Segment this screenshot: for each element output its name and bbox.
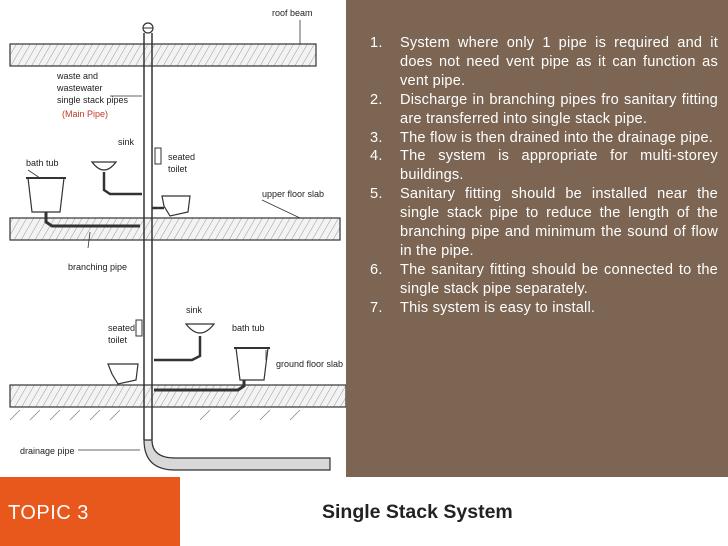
label-seated-toilet-lower-1: seated (108, 323, 135, 333)
sink-upper (90, 161, 142, 196)
list-item: 3.The flow is then drained into the drai… (370, 129, 714, 146)
sink-lower (154, 323, 216, 362)
topic-label: TOPIC 3 (8, 502, 89, 524)
list-item: 5.Sanitary fitting should be installed n… (370, 186, 718, 259)
label-waste-2: wastewater (56, 83, 103, 93)
list-item: 7.This system is easy to install. (370, 299, 596, 316)
list-item: 1.System where only 1 pipe is required a… (370, 35, 718, 89)
single-stack-pipe (143, 33, 153, 440)
list-item: 4.The system is appropriate for multi-st… (370, 148, 718, 184)
label-sink-upper: sink (118, 137, 135, 147)
label-sink-lower: sink (186, 305, 203, 315)
plumbing-diagram: roof beam waste and wastewater single st… (0, 0, 346, 477)
label-seated-toilet-upper-2: toilet (168, 164, 188, 174)
label-ground-floor-slab: ground floor slab (276, 359, 343, 369)
title-banner: Single Stack System (180, 477, 728, 546)
upper-floor-slab (9, 217, 341, 241)
ground-hatch (9, 409, 301, 421)
label-upper-floor-slab: upper floor slab (262, 189, 324, 199)
label-seated-toilet-lower-2: toilet (108, 335, 128, 345)
seated-toilet-upper (152, 147, 191, 217)
topic-banner: TOPIC 3 (0, 477, 180, 546)
label-branching-pipe: branching pipe (68, 262, 127, 272)
list-item: 2.Discharge in branching pipes fro sanit… (370, 91, 718, 127)
ground-floor-slab (9, 384, 346, 408)
label-bath-tub-lower: bath tub (232, 323, 265, 333)
label-roof-beam: roof beam (272, 8, 313, 18)
slide-title: Single Stack System (322, 501, 513, 523)
label-bath-tub-upper: bath tub (26, 158, 59, 168)
seated-toilet-lower (107, 319, 143, 385)
roof-beam (9, 43, 317, 67)
label-main-pipe: (Main Pipe) (62, 109, 108, 119)
label-waste-3: single stack pipes (57, 95, 129, 105)
list-item: 6.The sanitary fitting should be connect… (370, 261, 718, 297)
label-waste-1: waste and (56, 71, 98, 81)
notes-panel: 1.System where only 1 pipe is required a… (346, 0, 728, 477)
label-drainage-pipe: drainage pipe (20, 446, 75, 456)
bath-tub-lower (154, 347, 270, 392)
drainage-pipe (143, 439, 331, 471)
bath-tub-upper (26, 177, 140, 228)
label-seated-toilet-upper-1: seated (168, 152, 195, 162)
notes-list: 1.System where only 1 pipe is required a… (370, 34, 718, 318)
